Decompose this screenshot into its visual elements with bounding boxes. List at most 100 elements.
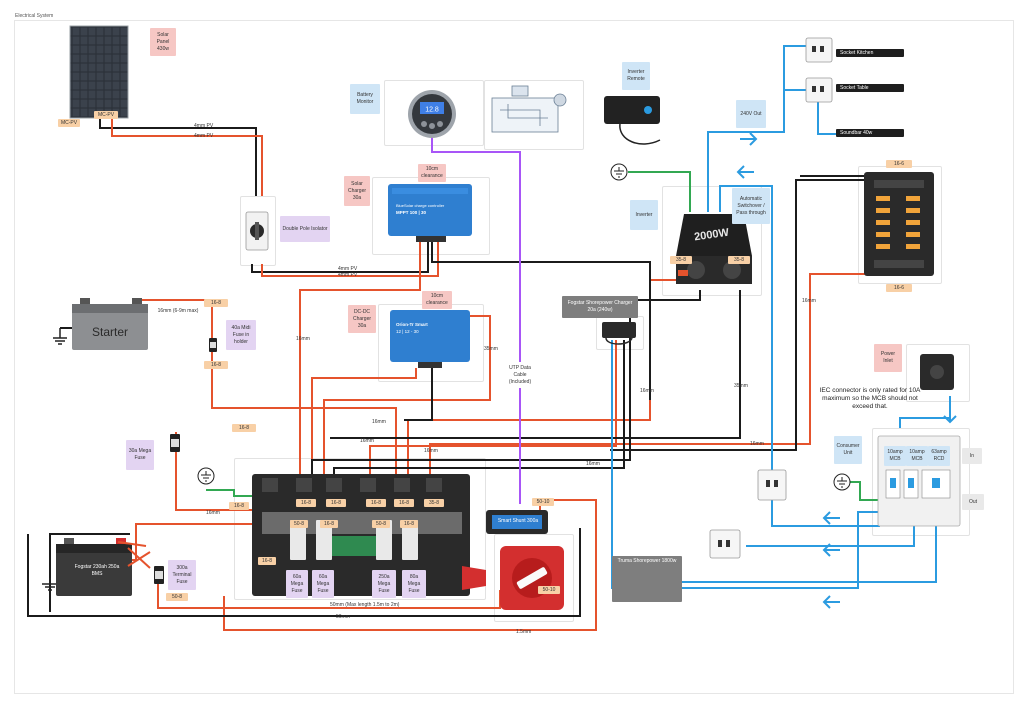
wire-labels: 4mm PV 4mm PV 4mm PV 4mm PV 16mm 16mm 16… <box>194 123 816 635</box>
midi-fuse-icon <box>209 338 217 352</box>
inverter-brand: 2000W <box>693 227 730 244</box>
busbar-lug: 16-8 <box>296 499 316 507</box>
orion-title: Orion-Tr Smart <box>396 322 428 327</box>
wire-label: 50mm <box>336 614 350 620</box>
isolator-switch <box>245 211 269 251</box>
socket-icon <box>757 469 787 501</box>
utp-cable-label: UTP Data Cable (Included) <box>504 362 536 388</box>
monitor-installation-diagram <box>491 85 567 133</box>
wire-label: 35mm <box>734 383 748 389</box>
mega-fuse-80a-note: 80a Mega Fuse <box>402 570 426 598</box>
dcdc-charger-note: DC-DC Charger 30a <box>348 305 376 333</box>
isolator-note: Double Pole Isolator <box>280 216 330 242</box>
inverter-lug-left: 35-8 <box>670 256 692 264</box>
socket-table-label: Socket Table <box>836 84 904 92</box>
shunt-lug: 50-10 <box>532 498 554 506</box>
mega-fuse-30a-icon <box>170 434 180 452</box>
wire-label: 4mm PV <box>338 272 358 278</box>
busbar-lug: 16-8 <box>400 520 418 528</box>
monitor-diagram-card <box>484 80 584 150</box>
consumer-unit-note: Consumer Unit <box>834 436 862 464</box>
wire-label: 4mm PV <box>338 266 358 272</box>
mcb-10a-1-note: 10amp MCB <box>884 446 906 466</box>
terminal-fuse-note: 300a Terminal Fuse <box>168 560 196 590</box>
smart-shunt-label: Smart Shunt 300a <box>497 517 539 524</box>
starter-lug-bottom: 16-8 <box>204 361 228 369</box>
inverter-remote-device <box>604 96 661 145</box>
consumer-unit-in: In <box>962 448 982 464</box>
wire-label: 16mm <box>802 298 816 304</box>
earth-wires <box>206 171 880 501</box>
switch-lug: 50-10 <box>538 586 560 594</box>
wire-label: 1.5mm <box>516 629 531 635</box>
solar-charger-note: Solar Charger 30a <box>344 176 370 206</box>
mega-fuse-60a-note: 60a Mega Fuse <box>286 570 308 598</box>
iec-connector-note: IEC connector is only rated for 10A maxi… <box>819 387 921 410</box>
earth-symbol-icon <box>833 473 851 491</box>
terminal-fuse-lug: 50-8 <box>166 593 188 601</box>
power-inlet-note: Power Inlet <box>874 344 902 372</box>
consumer-unit-out: Out <box>962 494 984 510</box>
lug-16-8-wire-note: 16-8 <box>232 424 256 432</box>
pv-wires <box>99 118 439 277</box>
shorepower-charger-device <box>602 322 636 345</box>
utp-data-cable <box>431 132 521 504</box>
wire-label: 16mm <box>586 461 600 467</box>
wire-label: 50mm (Max length 1.5m to 2m) <box>330 602 400 608</box>
mc-pv-right-note: MC-PV <box>94 111 118 119</box>
clearance-mid-note: 10cm clearance <box>422 291 452 309</box>
mppt-title: BlueSolar charge controller <box>396 203 445 208</box>
busbar-lug: 16-8 <box>320 520 338 528</box>
battery-switch-device <box>462 546 564 610</box>
wire-label: 16mm <box>424 448 438 454</box>
battery-monitor-note: Battery Monitor <box>350 84 380 114</box>
negative-wires <box>27 175 900 617</box>
rcd-63a-note: 63amp RCD <box>928 446 950 466</box>
fogstar-battery-note: Fogstar 230ah 250a BMS <box>74 564 120 577</box>
socket-icon <box>709 529 741 559</box>
wire-label: 4mm PV <box>194 133 214 139</box>
socket-kitchen-label: Socket Kitchen <box>836 49 904 57</box>
busbar-lug: 16-8 <box>394 499 414 507</box>
wire-label: 35mm <box>484 346 498 352</box>
busbar-lug: 16-8 <box>229 502 249 510</box>
power-inlet-device <box>920 354 954 390</box>
solar-panel-icon <box>69 25 129 119</box>
terminal-fuse-icon <box>154 566 164 584</box>
mega-fuse-30a-note: 30a Mega Fuse <box>126 440 154 470</box>
ac-arrows <box>736 132 957 609</box>
starter-lug-top: 16-8 <box>204 299 228 307</box>
inverter-note: Inverter <box>630 200 658 230</box>
mega-fuse-60a-b-note: 60a Mega Fuse <box>312 570 334 598</box>
busbar-lug: 50-8 <box>290 520 308 528</box>
orion-model: 12 | 12 - 30 <box>396 329 419 334</box>
earth-symbol-icon <box>610 163 628 181</box>
socket-table-icon <box>805 77 833 103</box>
wire-label: 16mm <box>750 441 764 447</box>
inverter-lug-right: 35-8 <box>728 256 750 264</box>
busbar-lug: 50-8 <box>372 520 390 528</box>
busbar-fuse-block <box>252 474 470 596</box>
orion-dcdc-charger: Orion-Tr Smart 12 | 12 - 30 <box>390 310 470 368</box>
clearance-top-note: 10cm clearance <box>418 164 446 182</box>
monitor-display: 12.8 <box>425 107 439 114</box>
ground-icon <box>42 328 67 591</box>
mcb-10a-2-note: 10amp MCB <box>906 446 928 466</box>
wire-label: 16mm <box>372 419 386 425</box>
auto-switchover-note: Automatic Switchover / Pass through <box>732 188 770 224</box>
fuse-box-lug-bottom: 16-6 <box>886 284 912 292</box>
smart-shunt-device <box>486 510 548 534</box>
wire-label: 16mm <box>296 336 310 342</box>
wire-label: 16mm <box>640 388 654 394</box>
midi-fuse-note: 40a Midi Fuse in holder <box>226 320 256 350</box>
battery-monitor-device: 12.8 <box>408 90 456 138</box>
fuse-box-device <box>864 172 934 276</box>
busbar-lug-small: 16-8 <box>258 557 276 565</box>
shorepower-charger-note: Fogstar Shorepower Charger 20a (240w) <box>562 296 638 318</box>
mc-pv-left-note: MC-PV <box>58 119 80 127</box>
out-240v-note: 240V Out <box>736 100 766 128</box>
fuse-box-lug-top: 16-6 <box>886 160 912 168</box>
solar-panel-note: Solar Panel 430w <box>150 28 176 56</box>
starter-cable-label: 16mm (6-9m max) <box>157 307 199 314</box>
